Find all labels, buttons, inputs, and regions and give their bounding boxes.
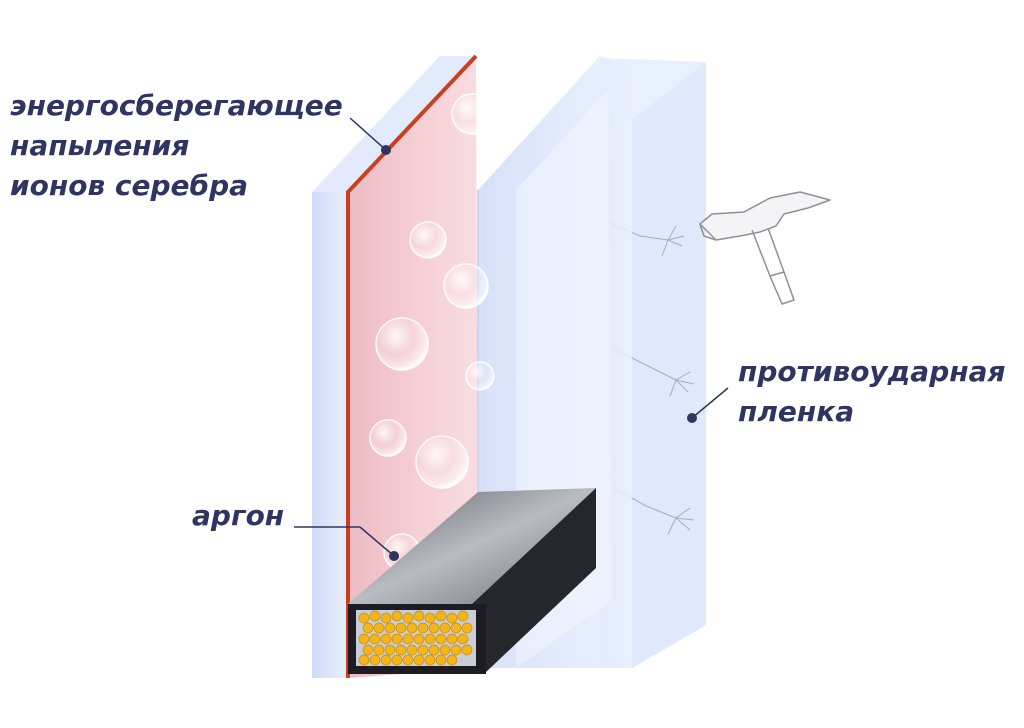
hammer-icon bbox=[699, 191, 831, 305]
argon-label-text: аргон bbox=[192, 499, 285, 532]
silver-coating-edge bbox=[346, 54, 478, 678]
impact-film-label-line: пленка bbox=[738, 395, 855, 428]
silver-coating-label-line: ионов серебра bbox=[10, 169, 249, 202]
argon-label: аргон bbox=[192, 496, 284, 536]
leader-lines bbox=[294, 117, 729, 561]
impact-film-label-line: противоударная bbox=[738, 355, 1006, 388]
silver-coating-label: энергосберегающее напыления ионов серебр… bbox=[10, 86, 343, 206]
impact-film-label: противоударная пленка bbox=[738, 352, 1005, 432]
desiccant-granules bbox=[358, 610, 473, 666]
silver-coating-label-line: энергосберегающее bbox=[10, 89, 343, 122]
silver-coating-label-line: напыления bbox=[10, 129, 190, 162]
